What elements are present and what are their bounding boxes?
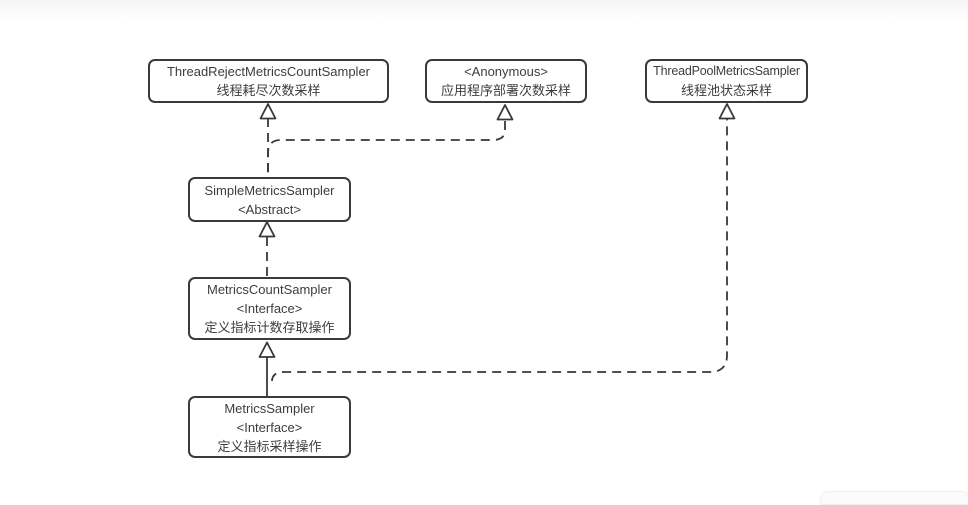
edge-metricssampler-to-threadpool xyxy=(271,119,728,382)
class-description: 线程耗尽次数采样 xyxy=(216,83,321,98)
edge-simple-to-anonymous xyxy=(267,121,506,176)
class-node-anonymous: <Anonymous> 应用程序部署次数采样 xyxy=(425,59,587,103)
class-name: MetricsSampler xyxy=(224,400,315,416)
class-name: <Anonymous> xyxy=(464,64,548,79)
inheritance-arrowhead-anonymous xyxy=(496,104,514,121)
class-stereotype: <Interface> xyxy=(236,301,303,316)
class-name: SimpleMetricsSampler xyxy=(204,182,335,198)
class-node-thread-pool-metrics-sampler: ThreadPoolMetricsSampler 线程池状态采样 xyxy=(645,59,808,103)
inheritance-arrowhead-simple xyxy=(258,221,276,238)
class-description: 定义指标采样操作 xyxy=(217,438,322,454)
class-name: ThreadPoolMetricsSampler xyxy=(653,64,800,78)
inheritance-arrowhead-threadpool xyxy=(718,103,736,120)
bottom-edge-element xyxy=(820,491,968,505)
class-stereotype: <Abstract> xyxy=(238,201,301,217)
class-name: ThreadRejectMetricsCountSampler xyxy=(166,64,371,79)
class-node-thread-reject-metrics-count-sampler: ThreadRejectMetricsCountSampler 线程耗尽次数采样 xyxy=(148,59,389,103)
class-stereotype: <Interface> xyxy=(236,419,303,435)
class-description: 线程池状态采样 xyxy=(680,83,772,98)
class-description: 应用程序部署次数采样 xyxy=(440,83,571,98)
class-node-metrics-sampler: MetricsSampler <Interface> 定义指标采样操作 xyxy=(188,396,351,458)
class-name: MetricsCountSampler xyxy=(207,282,332,297)
inheritance-arrowhead-threadreject xyxy=(259,103,277,120)
class-node-metrics-count-sampler: MetricsCountSampler <Interface> 定义指标计数存取… xyxy=(188,277,351,340)
inheritance-arrowhead-metricscount xyxy=(258,341,276,358)
class-description: 定义指标计数存取操作 xyxy=(204,320,335,335)
class-node-simple-metrics-sampler: SimpleMetricsSampler <Abstract> xyxy=(188,177,351,222)
